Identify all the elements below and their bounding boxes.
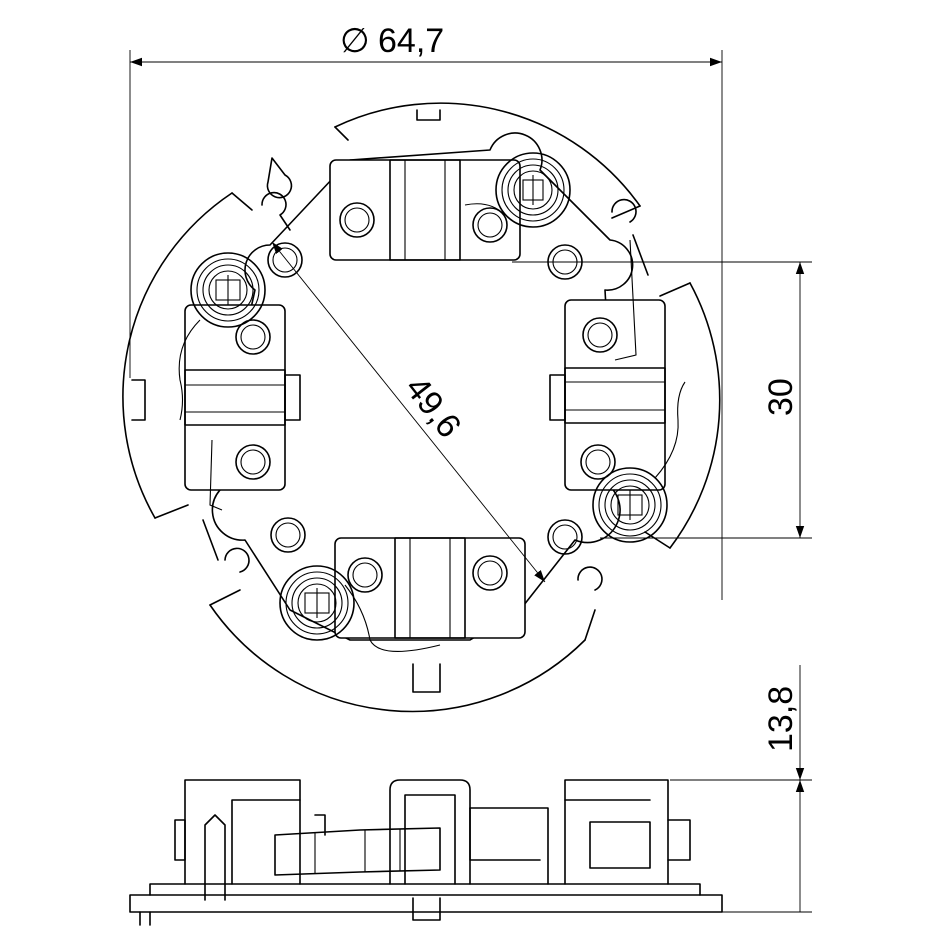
- dim-side-height: 13,8: [670, 665, 812, 913]
- lead-wire-left: [209, 439, 223, 511]
- brush-span-value: 49,6: [398, 370, 469, 446]
- brush-holder-top: [329, 159, 521, 261]
- diameter-value: 64,7: [378, 22, 444, 60]
- spring-left: [178, 252, 266, 421]
- lead-wire-right: [614, 239, 637, 361]
- keyhole-slots: [224, 157, 637, 591]
- dim-height-right: 30: [512, 261, 812, 539]
- brush-holder-left: [184, 304, 301, 491]
- diameter-symbol: ∅: [340, 22, 370, 60]
- brush-holder-right: [549, 299, 666, 491]
- height-right-value: 30: [762, 378, 800, 416]
- spring-top-right: [464, 152, 571, 228]
- spring-right: [592, 381, 686, 543]
- dim-brush-span: 49,6: [271, 241, 546, 583]
- side-view: [129, 779, 723, 926]
- dim-outer-diameter: ∅ 64,7: [129, 22, 723, 600]
- side-height-value: 13,8: [762, 686, 800, 752]
